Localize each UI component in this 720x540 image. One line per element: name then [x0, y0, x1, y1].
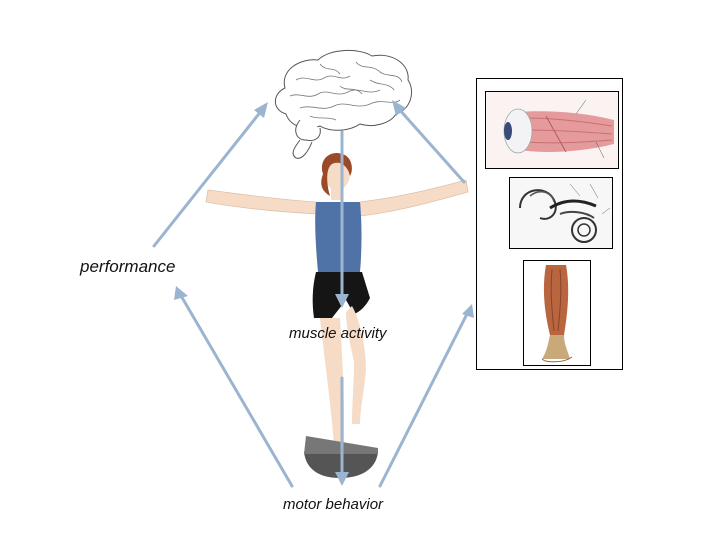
arrowhead-sensory: [462, 304, 474, 318]
arrowhead-muscle: [335, 294, 349, 308]
brain-illustration: [274, 50, 412, 159]
leg-muscle-anatomy: [523, 260, 591, 366]
motor-behavior-label: motor behavior: [283, 496, 384, 513]
eye-muscle-anatomy: [485, 91, 619, 169]
arrowhead-brain-left: [254, 102, 268, 118]
arrow-motor-to-performance: [178, 292, 294, 488]
arrow-sensory-to-brain: [396, 106, 466, 184]
arrowheads: [174, 100, 474, 486]
arrow-performance-to-brain: [152, 108, 264, 248]
arrows: [152, 106, 470, 488]
sensory-organs-panel: [476, 78, 623, 370]
muscle-activity-label: muscle activity: [289, 325, 387, 342]
arrowhead-brain-right: [392, 100, 406, 116]
inner-ear-anatomy: [509, 177, 613, 249]
performance-label: performance: [80, 257, 176, 276]
arrow-motor-to-sensory: [378, 310, 470, 488]
person-balancing-on-board: [205, 152, 469, 478]
arrowhead-performance: [174, 286, 188, 300]
arrowhead-motor: [335, 472, 349, 486]
